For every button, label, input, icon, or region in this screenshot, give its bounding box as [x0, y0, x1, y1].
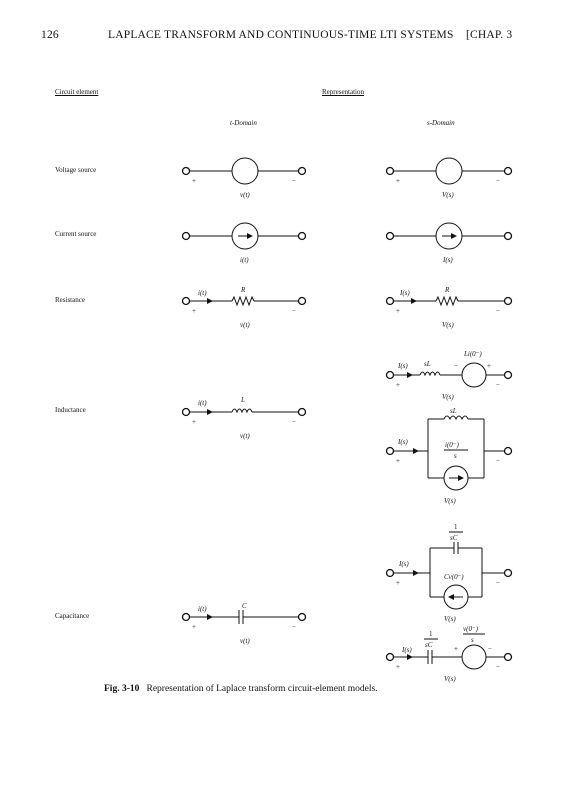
minus-sign: −	[488, 645, 492, 653]
label-sC: sC	[425, 641, 433, 649]
minus-sign: −	[292, 623, 296, 631]
label-I-s: I(s)	[442, 256, 453, 264]
label-Li0: Li(0⁻)	[463, 350, 482, 358]
label-Cv0: Cv(0⁻)	[444, 573, 464, 581]
minus-sign: −	[496, 177, 500, 185]
voltage-source-symbol	[435, 157, 463, 185]
voltage-source-symbol	[231, 157, 259, 185]
label-v-t: v(t)	[240, 432, 250, 440]
resistance-s-domain: I(s) R + − V(s)	[385, 286, 513, 329]
label-R: R	[444, 286, 450, 294]
label-sC: sC	[450, 534, 458, 542]
row-label-current-source: Current source	[55, 230, 97, 238]
label-sL: sL	[450, 407, 457, 415]
row-label-resistance: Resistance	[55, 296, 85, 304]
capacitance-s-domain-parallel: 1 sC I(s) Cv(0⁻) + − V(s)	[385, 523, 513, 623]
label-V-s: V(s)	[444, 497, 456, 505]
label-L: L	[240, 396, 245, 404]
capacitance-s-domain-series: 1 sC v(0⁻) s I(s) + − + − V(s)	[385, 625, 513, 683]
plus-sign: +	[192, 307, 196, 315]
resistor-symbol	[435, 295, 459, 307]
terminal	[181, 166, 191, 176]
figure-caption-text: Representation of Laplace transform circ…	[146, 684, 378, 694]
column-header-representation: Representation	[322, 88, 364, 96]
minus-sign: −	[496, 307, 500, 315]
resistor-symbol	[231, 295, 255, 307]
label-sL: sL	[424, 360, 431, 368]
figure-caption: Fig. 3-10 Representation of Laplace tran…	[104, 684, 378, 694]
plus-sign: +	[487, 362, 491, 370]
voltage-source-s-domain: + − V(s)	[385, 157, 513, 199]
minus-sign: −	[292, 418, 296, 426]
label-I-s: I(s)	[397, 438, 408, 446]
minus-sign: −	[454, 362, 458, 370]
label-v-t: v(t)	[240, 321, 250, 329]
plus-sign: +	[396, 177, 400, 185]
inductance-s-domain-parallel: I(s) sL i(0⁻) s + − V(s)	[385, 407, 513, 505]
label-s: s	[454, 452, 457, 460]
voltage-source-symbol	[461, 362, 487, 388]
label-I-s: I(s)	[397, 362, 408, 370]
current-source-t-domain: i(t)	[181, 222, 307, 264]
label-V-s: V(s)	[444, 615, 456, 623]
minus-sign: −	[496, 381, 500, 389]
label-I-s: I(s)	[399, 289, 410, 297]
label-one: 1	[429, 630, 433, 638]
terminal	[297, 166, 307, 176]
plus-sign: +	[396, 381, 400, 389]
label-one: 1	[454, 523, 458, 531]
voltage-source-t-domain: + − v(t)	[181, 157, 307, 199]
label-s: s	[471, 636, 474, 644]
label-V-s: V(s)	[442, 393, 454, 401]
column-header-circuit-element: Circuit element	[55, 88, 99, 96]
label-V-s: V(s)	[442, 321, 454, 329]
inductor-symbol	[231, 408, 253, 414]
plus-sign: +	[454, 645, 458, 653]
label-i-t: i(t)	[240, 256, 249, 264]
label-I-s: I(s)	[398, 560, 409, 568]
label-R: R	[240, 286, 246, 294]
label-V-s: V(s)	[442, 191, 454, 199]
page-number: 126	[41, 29, 59, 41]
row-label-voltage-source: Voltage source	[55, 166, 97, 174]
plus-sign: +	[396, 663, 400, 671]
running-title: LAPLACE TRANSFORM AND CONTINUOUS-TIME LT…	[108, 29, 454, 41]
plus-sign: +	[192, 623, 196, 631]
resistance-t-domain: i(t) R + − v(t)	[181, 286, 307, 329]
s-domain-header: s-Domain	[427, 119, 455, 127]
inductance-s-domain-series: I(s) sL Li(0⁻) − + + − V(s)	[385, 350, 513, 401]
minus-sign: −	[292, 307, 296, 315]
minus-sign: −	[292, 177, 296, 185]
label-i-t: i(t)	[198, 605, 207, 613]
inductor-symbol	[419, 371, 441, 377]
label-i-t: i(t)	[198, 399, 207, 407]
label-i0: i(0⁻)	[445, 441, 459, 449]
minus-sign: −	[496, 663, 500, 671]
plus-sign: +	[192, 177, 196, 185]
minus-sign: −	[496, 579, 500, 587]
label-C: C	[242, 602, 247, 610]
inductor-symbol	[443, 415, 469, 421]
chapter-label: [CHAP. 3	[466, 29, 513, 41]
row-label-capacitance: Capacitance	[55, 612, 90, 620]
label-i-t: i(t)	[198, 289, 207, 297]
label-V-s: V(s)	[444, 675, 456, 683]
plus-sign: +	[192, 418, 196, 426]
plus-sign: +	[396, 579, 400, 587]
current-source-s-domain: I(s)	[385, 222, 513, 264]
t-domain-header: t-Domain	[230, 119, 257, 127]
label-v-t: v(t)	[240, 637, 250, 645]
plus-sign: +	[396, 307, 400, 315]
capacitance-t-domain: i(t) C + − v(t)	[181, 602, 307, 645]
figure-label: Fig. 3-10	[104, 684, 140, 694]
minus-sign: −	[496, 457, 500, 465]
voltage-source-symbol	[461, 644, 487, 670]
label-I-s: I(s)	[401, 646, 412, 654]
plus-sign: +	[396, 457, 400, 465]
inductance-t-domain: i(t) L + − v(t)	[181, 396, 307, 440]
label-v0: v(0⁻)	[463, 625, 479, 633]
row-label-inductance: Inductance	[55, 406, 86, 414]
label-v-t: v(t)	[240, 191, 250, 199]
